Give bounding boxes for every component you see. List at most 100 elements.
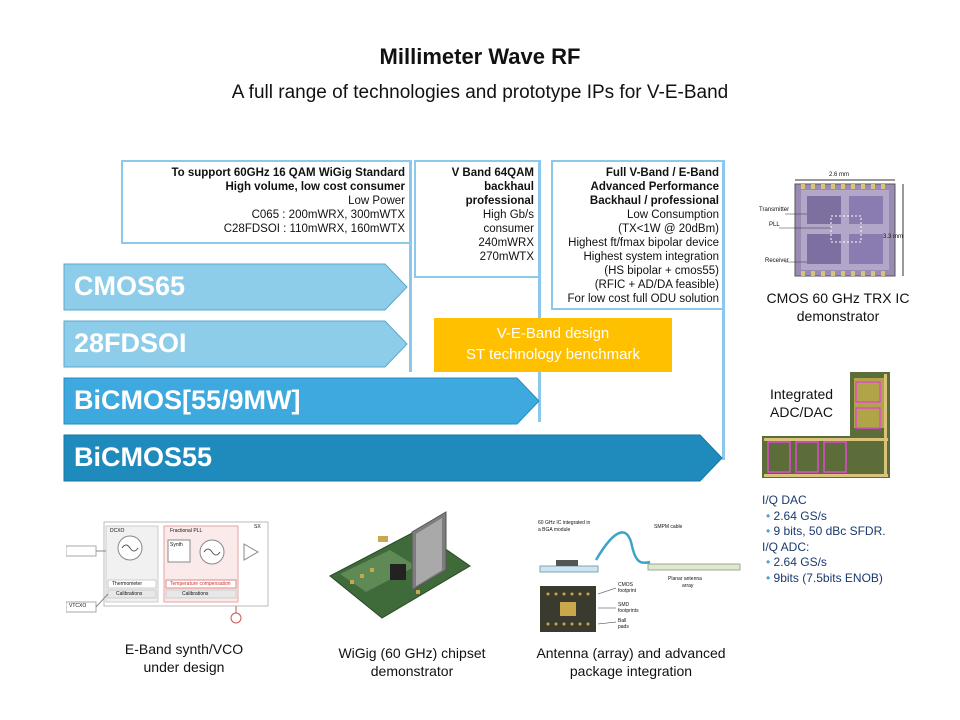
- synth-block-label: Calibrations: [116, 591, 143, 597]
- adc-dac-photo: Integrated ADC/DAC: [762, 372, 890, 478]
- synth-block-label: DCXO: [110, 528, 125, 534]
- callout-full-line: Highest system integration: [583, 251, 719, 263]
- adc-label-line: Integrated: [770, 386, 834, 402]
- antenna-label: array: [682, 583, 694, 589]
- chip-caption-line: demonstrator: [796, 308, 880, 324]
- dac-heading: I/Q DAC: [762, 493, 807, 507]
- synth-block-label: VTCXO: [69, 603, 87, 609]
- antenna-label: footprint: [618, 588, 637, 594]
- arrow-label-bicmos-9mw: BiCMOS[55/9MW]: [74, 385, 301, 415]
- callout-wigig-line: C28FDSOI : 110mWRX, 160mWTX: [223, 223, 405, 235]
- antenna-label: CMOS: [618, 582, 633, 588]
- antenna-label: footprints: [618, 608, 639, 614]
- synth-caption-line: under design: [143, 659, 225, 675]
- antenna-caption: Antenna (array) and advanced package int…: [516, 644, 746, 680]
- adc-item: • 2.64 GS/s: [762, 555, 886, 571]
- adc-item: • 9bits (7.5bits ENOB): [762, 571, 886, 587]
- antenna-label: Planar antenna: [668, 576, 702, 582]
- callout-vband-line: professional: [465, 195, 534, 207]
- callout-full-line: (TX<1W @ 20dBm): [618, 223, 719, 235]
- callout-vband-line: 270mWTX: [479, 251, 534, 263]
- chip-label-tx: Transmitter: [759, 207, 790, 213]
- wigig-board-photo: [320, 510, 482, 632]
- synth-caption-line: E-Band synth/VCO: [124, 641, 244, 657]
- callout-wigig: To support 60GHz 16 QAM WiGig Standard H…: [121, 160, 411, 244]
- synth-block-label: Fractional PLL: [170, 528, 203, 534]
- callout-full-line: Full V-Band / E-Band: [605, 167, 719, 179]
- chip-dim-height: 3.3 mm: [883, 234, 904, 240]
- arrow-label-28fdsoi: 28FDSOI: [74, 328, 187, 358]
- chip-dim-width: 2.6 mm: [829, 172, 850, 178]
- callout-full-connector: [722, 160, 725, 460]
- callout-full-line: Backhaul / professional: [589, 195, 719, 207]
- callout-vband-line: High Gb/s: [482, 209, 534, 221]
- bullet-icon: •: [766, 524, 771, 538]
- synth-block-label: Thermometer: [112, 581, 143, 587]
- synth-block-label: SX: [254, 524, 261, 530]
- antenna-package-diagram: 60 GHz IC integrated in a BGA module SMP…: [536, 516, 746, 634]
- bullet-icon: •: [766, 570, 771, 585]
- antenna-label: Ball: [618, 618, 627, 624]
- synth-block-label: Temperature compensation: [170, 581, 231, 587]
- antenna-label: 60 GHz IC integrated in: [538, 520, 591, 526]
- callout-wigig-line: To support 60GHz 16 QAM WiGig Standard: [171, 167, 405, 179]
- benchmark-box: V-E-Band design ST technology benchmark: [434, 318, 672, 372]
- wigig-caption-line: demonstrator: [370, 663, 454, 679]
- synth-block-label: Calibrations: [182, 591, 209, 597]
- chip-label-pll: PLL: [769, 222, 780, 228]
- antenna-label: pads: [618, 624, 629, 630]
- callout-full-line: Low Consumption: [626, 209, 719, 221]
- wigig-caption-line: WiGig (60 GHz) chipset: [338, 645, 486, 661]
- page-title: Millimeter Wave RF: [379, 44, 581, 69]
- callout-vband-line: consumer: [483, 223, 535, 235]
- chip-caption-line: CMOS 60 GHz TRX IC: [766, 290, 910, 306]
- chip-caption: CMOS 60 GHz TRX IC demonstrator: [748, 289, 928, 325]
- dac-item-text: 9 bits, 50 dBc SFDR.: [773, 524, 886, 538]
- benchmark-line: ST technology benchmark: [466, 346, 640, 363]
- dac-item-text: 2.64 GS/s: [773, 508, 827, 523]
- arrow-cmos65: [63, 263, 408, 311]
- callout-full: Full V-Band / E-Band Advanced Performanc…: [551, 160, 725, 310]
- antenna-caption-line: Antenna (array) and advanced: [536, 645, 726, 661]
- callout-vband-line: 240mWRX: [478, 237, 534, 249]
- antenna-caption-line: package integration: [569, 663, 693, 679]
- wigig-caption: WiGig (60 GHz) chipset demonstrator: [312, 644, 512, 680]
- antenna-label: SMD: [618, 602, 630, 608]
- callout-vband-line: backhaul: [484, 181, 534, 193]
- synth-block-label: Synth: [170, 542, 183, 548]
- callout-vband: V Band 64QAM backhaul professional High …: [414, 160, 540, 278]
- arrow-bicmos55: [63, 434, 723, 482]
- callout-wigig-line: C065 : 200mWRX, 300mWTX: [251, 209, 405, 221]
- antenna-label: SMPM cable: [654, 524, 683, 530]
- callout-full-line: Advanced Performance: [590, 181, 719, 193]
- callout-full-line: (RFIC + AD/DA feasible): [594, 279, 719, 291]
- chip-photo: 2.6 mm 3.3 mm Transmitter PLL Receiver: [755, 172, 915, 280]
- adc-item-text: 9bits (7.5bits ENOB): [773, 570, 883, 585]
- callout-wigig-connector: [409, 160, 412, 372]
- callout-wigig-line: Low Power: [348, 195, 405, 207]
- adc-label-line: ADC/DAC: [770, 404, 834, 420]
- adc-heading: I/Q ADC:: [762, 539, 810, 554]
- bullet-icon: •: [766, 508, 771, 523]
- arrow-28fdsoi: [63, 320, 408, 368]
- callout-full-line: Highest ft/fmax bipolar device: [568, 237, 719, 249]
- callout-vband-line: V Band 64QAM: [451, 167, 534, 179]
- dac-item: • 2.64 GS/s: [762, 509, 886, 525]
- adc-dac-spec-list: I/Q DAC • 2.64 GS/s • 9 bits, 50 dBc SFD…: [762, 493, 886, 586]
- callout-full-line: (HS bipolar + cmos55): [604, 265, 719, 277]
- arrow-label-cmos65: CMOS65: [74, 271, 186, 301]
- callout-wigig-line: High volume, low cost consumer: [225, 181, 405, 193]
- benchmark-line: V-E-Band design: [496, 325, 610, 342]
- antenna-label: a BGA module: [538, 527, 571, 533]
- bullet-icon: •: [766, 555, 771, 569]
- synth-caption: E-Band synth/VCO under design: [94, 640, 274, 676]
- page-subtitle: A full range of technologies and prototy…: [231, 82, 729, 103]
- chip-label-rx: Receiver: [765, 258, 789, 264]
- callout-vband-connector: [538, 160, 541, 422]
- callout-full-line: For low cost full ODU solution: [567, 293, 719, 305]
- synth-block-diagram: DCXO Fractional PLL Synth SX Thermometer…: [65, 518, 272, 628]
- arrow-bicmos-9mw: [63, 377, 540, 425]
- dac-item: • 9 bits, 50 dBc SFDR.: [762, 524, 886, 540]
- adc-item-text: 2.64 GS/s: [773, 555, 827, 569]
